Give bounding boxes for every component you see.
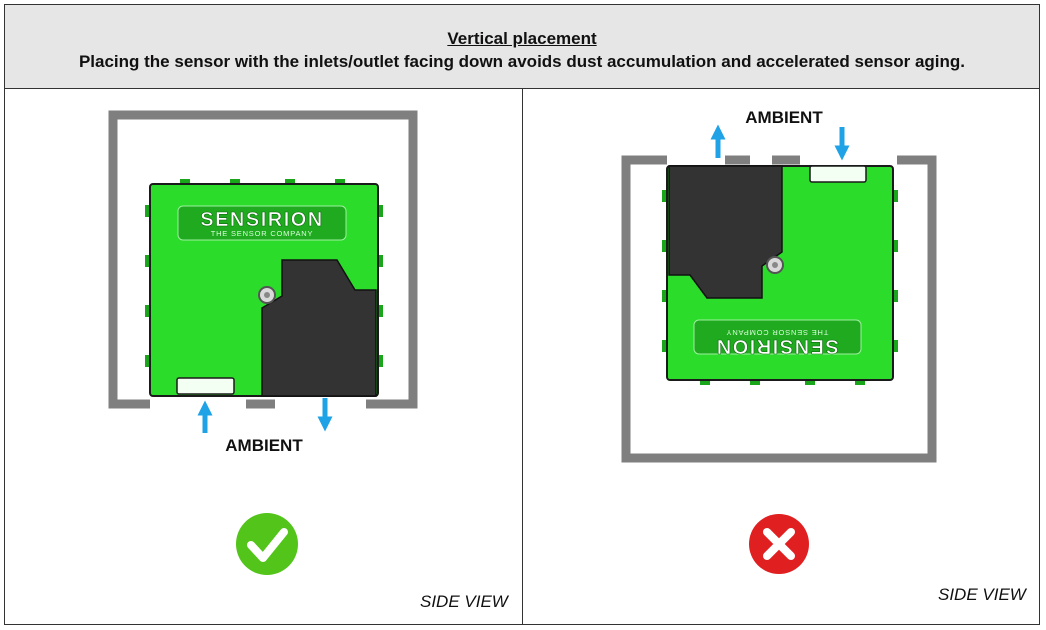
panel-divider bbox=[522, 89, 523, 625]
check-icon bbox=[236, 513, 298, 575]
right-sensor bbox=[662, 165, 898, 385]
header-title: Vertical placement bbox=[447, 29, 597, 48]
header-subtitle: Placing the sensor with the inlets/outle… bbox=[78, 52, 966, 71]
right-brand-tagline: THE SENSOR COMPANY bbox=[726, 328, 829, 337]
left-enclosure bbox=[108, 110, 418, 409]
cross-icon bbox=[749, 514, 809, 574]
left-brand-tagline: THE SENSOR COMPANY bbox=[211, 229, 314, 238]
right-enclosure bbox=[621, 155, 937, 463]
left-ambient-label: AMBIENT bbox=[225, 436, 303, 455]
left-brand-logo: SENSIRION bbox=[200, 209, 324, 231]
left-side-view-label: SIDE VIEW bbox=[420, 592, 508, 611]
right-side-view-label: SIDE VIEW bbox=[938, 585, 1026, 604]
right-ambient-label: AMBIENT bbox=[745, 108, 823, 127]
header: Vertical placement Placing the sensor wi… bbox=[5, 5, 1039, 89]
left-airflow-arrows bbox=[197, 398, 333, 433]
right-airflow-arrows bbox=[710, 124, 850, 161]
left-sensor bbox=[145, 179, 383, 397]
right-brand-logo: SENSIRION bbox=[715, 335, 839, 357]
